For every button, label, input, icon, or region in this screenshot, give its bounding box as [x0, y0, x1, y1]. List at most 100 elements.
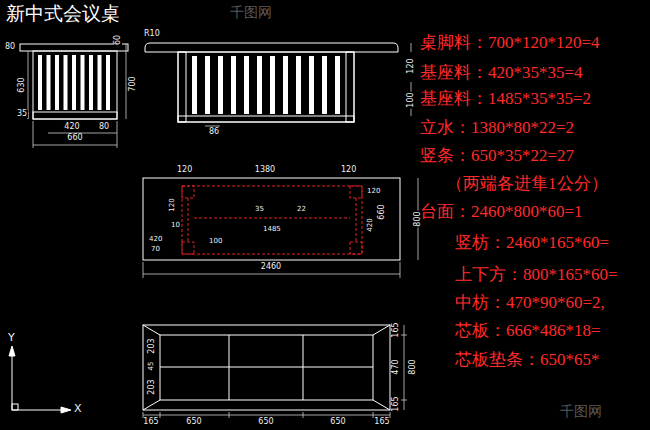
plan-view	[143, 178, 400, 260]
dimension-text: 203	[148, 378, 156, 395]
dimension-text: 1485	[262, 226, 282, 233]
front-view-part-part	[205, 56, 210, 114]
front-view-part	[145, 43, 398, 52]
side-view-part-part	[55, 55, 59, 110]
dimension-text: 120	[176, 166, 193, 174]
front-dimension-lines	[205, 43, 411, 126]
side-dimension-lines-part	[126, 44, 127, 119]
dimension-text: 650	[185, 418, 202, 426]
side-view-part-part	[72, 55, 76, 110]
ucs-axis-icon	[9, 346, 71, 413]
front-view-part-part	[322, 56, 327, 114]
material-list-note: 基座料：1485*35*35=2	[420, 90, 591, 107]
dimension-text: 420	[63, 123, 80, 131]
side-view-part	[38, 55, 110, 110]
dimension-text: 470	[392, 358, 400, 375]
plan-hidden-lines-part	[350, 242, 362, 254]
front-view-part-part	[335, 56, 340, 114]
dimension-text: 203	[148, 337, 156, 354]
material-list-note: 桌脚料：700*120*120=4	[420, 34, 600, 51]
dimension-text: 165	[142, 418, 159, 426]
dimension-text: 650	[257, 418, 274, 426]
dimension-text: 70	[150, 246, 161, 253]
dimension-text: 120	[407, 57, 415, 74]
dimension-text: 22	[296, 206, 307, 213]
side-dimension-lines-part	[33, 145, 117, 146]
panel-dimension-lines-part	[404, 325, 405, 410]
dimension-text: R10	[143, 30, 161, 38]
plan-dimension-lines-part	[400, 262, 401, 278]
dimension-text: 35	[254, 206, 265, 213]
side-dimension-lines-part	[117, 121, 118, 148]
front-dimension-lines-part	[205, 126, 220, 127]
side-dimension-lines-part	[28, 51, 29, 119]
front-view-part-part	[309, 56, 314, 114]
front-view	[145, 43, 398, 122]
side-view-part-part	[64, 55, 68, 110]
front-view-part	[178, 52, 354, 122]
watermark: 千图网	[230, 5, 272, 19]
front-view-part-part	[296, 56, 301, 114]
plan-hidden-lines-part	[194, 218, 350, 219]
dimension-text: 100	[407, 91, 415, 108]
dimension-text: 60	[114, 34, 122, 46]
side-view	[20, 44, 128, 119]
side-view-part	[33, 112, 117, 119]
front-view-part-part	[231, 56, 236, 114]
dimension-text: 420	[148, 236, 163, 243]
dimension-text: 660	[66, 134, 83, 142]
plan-hidden-lines-part	[182, 186, 362, 254]
front-view-part-part	[244, 56, 249, 114]
dimension-text: 120	[366, 188, 381, 195]
front-view-part-part	[257, 56, 262, 114]
dimension-text: 165	[392, 395, 400, 412]
dimension-text: 100	[208, 238, 223, 245]
panel-dimension-lines-part	[303, 412, 304, 418]
ucs-axis-icon-part	[12, 350, 13, 410]
front-view-part	[346, 52, 354, 122]
front-dimension-lines-part	[411, 43, 412, 52]
material-list-note: 竖枋：2460*165*60=	[455, 234, 609, 251]
panel-dimension-lines-part	[401, 400, 407, 401]
material-list-note: 上下方：800*165*60=	[455, 266, 618, 283]
ucs-axis-icon-part	[12, 410, 68, 411]
front-view-part	[178, 116, 354, 122]
top-panel-view-part	[160, 367, 373, 368]
dimension-text: 165	[373, 418, 390, 426]
top-panel-view-part	[373, 325, 390, 335]
side-view-part-part	[47, 55, 51, 110]
front-view-part-part	[218, 56, 223, 114]
dimension-text: 86	[208, 128, 220, 136]
material-list-note: 芯板垫条：650*65*	[455, 351, 600, 368]
dimension-text: 80	[4, 43, 16, 51]
plan-hidden-lines-part	[182, 186, 194, 198]
plan-hidden-lines-part	[182, 242, 194, 254]
dimension-text: 120	[169, 197, 176, 212]
front-view-part-part	[283, 56, 288, 114]
top-panel-view	[143, 325, 390, 410]
top-panel-view-part	[143, 400, 160, 410]
plan-dimension-lines	[143, 178, 418, 278]
front-view-part	[192, 56, 340, 114]
material-list-note: 基座料：420*35*35=4	[420, 64, 583, 81]
side-dimension-lines-part	[103, 133, 117, 134]
top-panel-view-part	[143, 325, 390, 410]
dimension-text: 45	[148, 361, 155, 372]
top-panel-view-part	[143, 325, 160, 335]
watermark: 千图网	[560, 404, 602, 418]
dimension-text: 165	[392, 321, 400, 338]
side-view-part	[33, 51, 117, 119]
side-view-part-part	[98, 55, 102, 110]
plan-dimension-lines-part	[143, 274, 400, 275]
side-view-part-part	[106, 55, 110, 110]
dimension-text: 120	[340, 166, 357, 174]
side-view-part-part	[89, 55, 93, 110]
side-view-part-part	[81, 55, 85, 110]
panel-dimension-lines-part	[229, 412, 230, 418]
panel-dimension-lines-part	[160, 412, 161, 418]
dimension-text: 10	[170, 222, 181, 229]
plan-hidden-lines	[182, 186, 362, 254]
dimension-text: X	[73, 403, 83, 414]
